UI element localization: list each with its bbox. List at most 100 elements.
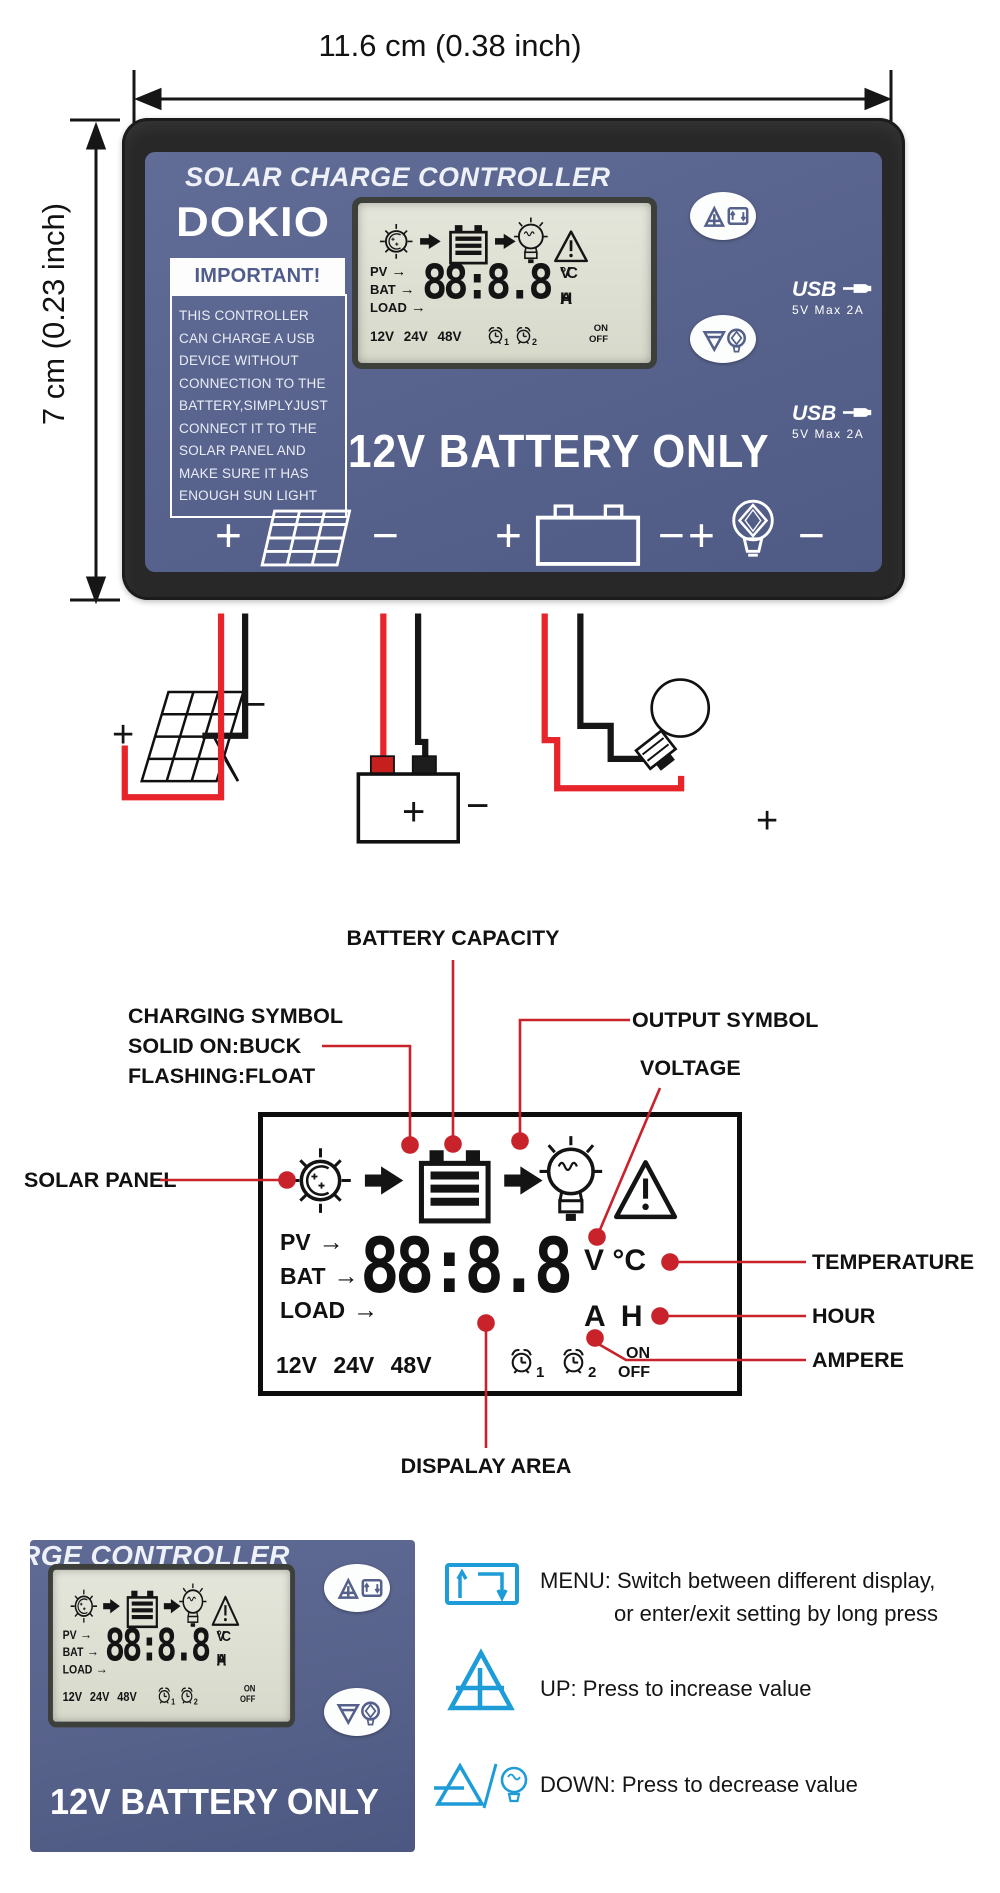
lcd-voltage-options: 12V 24V 48V bbox=[62, 1689, 137, 1704]
menu-up-button[interactable] bbox=[690, 192, 756, 240]
label-temperature: TEMPERATURE bbox=[812, 1250, 975, 1274]
diagram-bat-row: BAT→ bbox=[280, 1262, 359, 1290]
load-terminal-plus: + bbox=[688, 509, 715, 561]
arrow-icon: → bbox=[95, 1660, 108, 1678]
lcd-bat-row: BAT→ bbox=[370, 281, 415, 298]
up-plus-menu-icon bbox=[338, 1578, 383, 1600]
panel-plus-label: + bbox=[112, 714, 135, 756]
lcd-voltage-options: 12V 24V 48V bbox=[370, 329, 462, 344]
down-load-button[interactable] bbox=[324, 1688, 390, 1736]
alarm-1-number: 1 bbox=[536, 1364, 545, 1381]
label-ampere: AMPERE bbox=[812, 1348, 904, 1372]
alarm-clock-2-icon bbox=[563, 1348, 584, 1374]
alarm-clock-1-icon bbox=[488, 327, 503, 345]
alarm-clock-1-icon bbox=[158, 1687, 171, 1704]
width-dimension-label: 11.6 cm (0.38 inch) bbox=[318, 28, 582, 63]
solar-terminal-plus: + bbox=[215, 509, 242, 561]
battery-terminal-minus: − bbox=[658, 509, 685, 561]
label-charging-buck: SOLID ON:BUCK bbox=[128, 1034, 302, 1058]
alarm-clock-1-icon bbox=[511, 1348, 532, 1374]
battery-only-label: 12V BATTERY ONLY bbox=[50, 1781, 379, 1822]
arrow-icon: → bbox=[353, 1296, 379, 1324]
alarm-2-number: 2 bbox=[588, 1364, 597, 1381]
load-red-wire bbox=[541, 613, 685, 792]
arrow-icon: → bbox=[86, 1643, 99, 1660]
label-solar-panel: SOLAR PANEL bbox=[24, 1168, 177, 1192]
menu-description-line2: or enter/exit setting by long press bbox=[614, 1601, 939, 1626]
down-icon bbox=[434, 1762, 528, 1809]
alarm-clock-2-icon bbox=[516, 327, 531, 345]
down-load-button[interactable] bbox=[690, 315, 756, 363]
label-charging-float: FLASHING:FLOAT bbox=[128, 1064, 316, 1088]
up-plus-menu-icon bbox=[704, 206, 749, 228]
battery-black-wire bbox=[414, 613, 429, 758]
lcd-pv-row: PV→ bbox=[62, 1626, 93, 1643]
label-voltage: VOLTAGE bbox=[640, 1056, 741, 1080]
usb-plug-icon bbox=[841, 282, 873, 295]
label-charging-symbol: CHARGING SYMBOL bbox=[128, 1004, 343, 1028]
solar-black-wire bbox=[202, 613, 249, 739]
solar-panel-terminal-icon bbox=[260, 509, 352, 567]
diagram-status-icons bbox=[268, 1124, 692, 1230]
menu-icon bbox=[445, 1563, 519, 1605]
label-battery-capacity: BATTERY CAPACITY bbox=[346, 926, 560, 950]
alarm-1-number: 1 bbox=[171, 1697, 176, 1707]
solar-red-wire bbox=[121, 613, 225, 801]
lcd-bat-row: BAT→ bbox=[62, 1643, 99, 1660]
battery-drawing bbox=[356, 755, 460, 844]
load-terminal-minus: − bbox=[798, 509, 825, 561]
solar-terminal-minus: − bbox=[372, 509, 399, 561]
lcd-load-row: LOAD→ bbox=[370, 299, 426, 316]
brand-logo: DOKIO bbox=[176, 198, 331, 245]
usb-plug-icon bbox=[841, 406, 873, 419]
label-hour: HOUR bbox=[812, 1304, 876, 1328]
wiring-diagram bbox=[121, 613, 711, 844]
label-display-area: DISPALAY AREA bbox=[400, 1454, 572, 1478]
lcd-pv-row: PV→ bbox=[370, 263, 407, 280]
up-icon bbox=[447, 1648, 515, 1711]
arrow-icon: → bbox=[399, 281, 415, 298]
lcd-digits: 88:8.8 bbox=[422, 255, 554, 310]
lcd-load-row: LOAD→ bbox=[62, 1660, 108, 1678]
diagram-digits: 88:8.8 bbox=[360, 1222, 573, 1311]
down-minus-bulb-icon bbox=[337, 1701, 381, 1726]
diagram-load-row: LOAD→ bbox=[280, 1296, 379, 1324]
label-output-symbol: OUTPUT SYMBOL bbox=[632, 1008, 819, 1032]
menu-description-line1: MENU: Switch between different display, bbox=[540, 1568, 936, 1593]
alarm-2-number: 2 bbox=[193, 1697, 198, 1707]
usb-port-label-1: USB 5V Max 2A bbox=[792, 278, 873, 317]
partial-controller: RGE CONTROLLER PV→ BAT→ LOAD→ 88:8.8 V °… bbox=[30, 1540, 415, 1852]
diagram-volt-celsius: V °C bbox=[584, 1244, 647, 1277]
battery-terminal-plus: + bbox=[495, 509, 522, 561]
battery-terminal-icon bbox=[535, 504, 641, 566]
alarm-1-number: 1 bbox=[504, 337, 510, 347]
arrow-icon: → bbox=[333, 1262, 359, 1290]
arrow-icon: → bbox=[318, 1228, 344, 1256]
load-bulb-terminal-icon bbox=[732, 499, 774, 557]
arrow-icon: → bbox=[79, 1626, 93, 1643]
device-title: SOLAR CHARGE CONTROLLER bbox=[185, 162, 611, 192]
arrow-icon: → bbox=[410, 299, 426, 316]
battery-minus-label: − bbox=[466, 784, 490, 828]
battery-plus-label: + bbox=[402, 790, 426, 834]
lcd-digits: 88:8.8 bbox=[104, 1619, 212, 1672]
bulb-plus-label: + bbox=[756, 800, 779, 842]
menu-up-button[interactable] bbox=[324, 1564, 390, 1612]
usb-port-label-2: USB 5V Max 2A bbox=[792, 402, 873, 441]
diagram-pv-row: PV→ bbox=[280, 1228, 344, 1256]
alarm-clock-2-icon bbox=[181, 1687, 193, 1704]
panel-minus-label: − bbox=[244, 684, 267, 726]
alarm-2-number: 2 bbox=[532, 337, 538, 347]
important-body-text: THIS CONTROLLER CAN CHARGE A USB DEVICE … bbox=[170, 294, 347, 518]
dimension-arrows bbox=[70, 70, 893, 605]
battery-only-label: 12V BATTERY ONLY bbox=[348, 425, 770, 477]
bulb-drawing bbox=[634, 678, 711, 771]
down-description: DOWN: Press to decrease value bbox=[540, 1772, 858, 1797]
